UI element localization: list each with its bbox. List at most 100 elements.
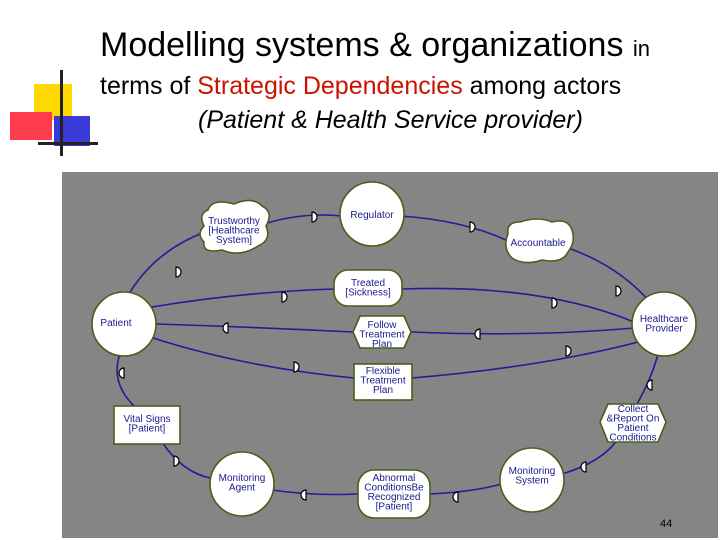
node-label-line: Trustworthy [208, 216, 260, 227]
d-marker [474, 328, 481, 340]
node-label-line: Treated [351, 278, 385, 289]
title2-prefix: terms of [100, 72, 198, 100]
d-marker [551, 297, 558, 309]
title-line-2: terms of Strategic Dependencies among ac… [100, 72, 621, 101]
link-abnormal-monitoringsystem [429, 483, 503, 495]
logo-horizontal-line [38, 142, 98, 145]
node-label-line: Follow [368, 320, 398, 331]
goal-shape [333, 269, 403, 307]
resource-vital-signs: Vital Signs[Patient] [113, 405, 181, 445]
title2-highlight: Strategic Dependencies [197, 72, 463, 100]
d-marker [580, 461, 587, 473]
link-monitoringagent-abnormal [271, 489, 359, 496]
node-label-line: Abnormal [373, 473, 416, 484]
link-patient-follow [155, 323, 354, 333]
svg-text:Treated[Sickness]: Treated[Sickness] [345, 278, 391, 299]
title-line-3: (Patient & Health Service provider) [198, 106, 583, 134]
node-label-line: Treatment [359, 330, 404, 341]
node-label-line: [Patient] [376, 502, 413, 513]
node-label-line: System] [216, 235, 252, 246]
logo-vertical-line [60, 70, 63, 156]
node-label-line: Conditions [609, 433, 656, 444]
link-patient-trustworthy [125, 231, 206, 300]
node-label-line: Patient [617, 423, 648, 434]
title-end-text: in [632, 36, 651, 61]
d-marker [300, 489, 307, 501]
node-label-line: Provider [645, 324, 683, 335]
node-label-line: Plan [372, 339, 392, 350]
d-marker [118, 367, 125, 379]
svg-text:Accountable: Accountable [510, 238, 565, 249]
actor-regulator: Regulator [339, 181, 405, 247]
link-monitoringsystem-collect [561, 439, 618, 475]
d-marker [175, 266, 182, 278]
link-collect-provider [636, 353, 659, 405]
node-label-line: Healthcare [640, 314, 689, 325]
softgoal-accountable: Accountable [504, 218, 575, 264]
d-marker [281, 291, 288, 303]
link-flexible-provider [411, 341, 639, 379]
d-marker [469, 221, 476, 233]
node-label-line: [Sickness] [345, 288, 391, 299]
d-marker [222, 322, 229, 334]
resource-shape [353, 363, 413, 401]
node-label-line: Plan [373, 385, 393, 396]
page-number: 44 [660, 518, 673, 530]
label-accountable: Accountable [510, 238, 565, 249]
link-follow-provider [410, 327, 635, 335]
node-label-line: Collect [618, 404, 649, 415]
slide-logo [8, 70, 98, 160]
d-marker [452, 491, 459, 503]
logo-red-square [10, 112, 52, 140]
resource-shape [113, 405, 181, 445]
link-treated-provider [401, 287, 635, 323]
title-main-text: Modelling systems & organizations [100, 26, 624, 64]
node-label-line: Monitoring [219, 473, 266, 484]
label-regulator: Regulator [350, 210, 394, 221]
actor-patient: Patient [91, 291, 157, 357]
link-patient-flexible [149, 336, 355, 379]
title-line-1: Modelling systems & organizations in [100, 26, 650, 65]
d-marker [293, 361, 300, 373]
node-label-line: Vital Signs [123, 414, 170, 425]
node-label-line: [Healthcare [208, 226, 260, 237]
link-patient-treated [151, 288, 335, 308]
softgoal-shape [199, 199, 270, 254]
task-shape [599, 403, 667, 443]
actor-circle [631, 291, 697, 357]
d-marker [173, 455, 180, 467]
node-label-line: Treatment [360, 376, 405, 387]
title2-suffix: among actors [462, 72, 622, 100]
dependency-markers [118, 211, 653, 503]
task-shape [352, 315, 412, 349]
link-vitalsigns-monitoringagent [161, 441, 211, 479]
goal-treated: Treated[Sickness] [333, 269, 403, 307]
softgoal-shape [504, 218, 575, 264]
link-patient-vitalsigns [116, 353, 135, 407]
goal-shape [357, 469, 431, 519]
d-marker [565, 345, 572, 357]
actor-circle [91, 291, 157, 357]
node-label-line: Agent [229, 483, 255, 494]
node-label-line: &Report On [607, 414, 660, 425]
d-marker [615, 285, 622, 297]
link-regulator-accountable [399, 215, 507, 241]
svg-text:Patient: Patient [100, 318, 131, 329]
d-marker [646, 379, 653, 391]
d-marker [311, 211, 318, 223]
svg-text:Regulator: Regulator [350, 210, 394, 221]
